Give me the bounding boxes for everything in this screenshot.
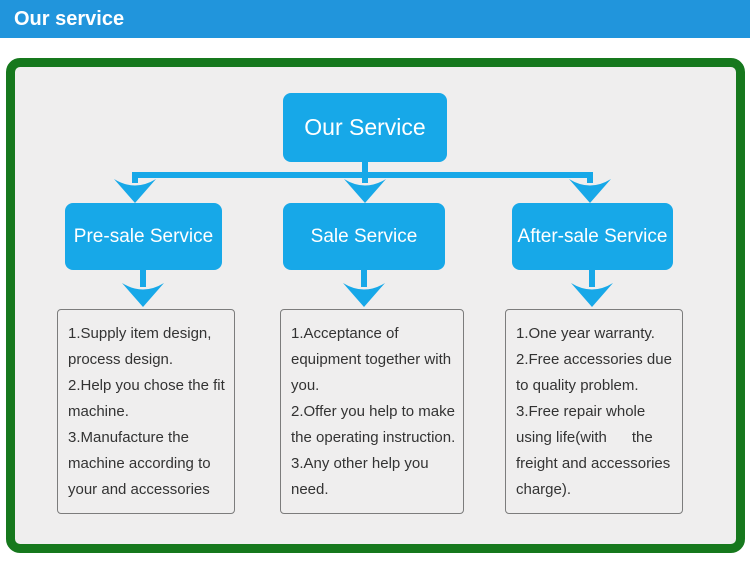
node-our-service: Our Service — [283, 93, 447, 162]
section-header-bar: Our service — [0, 0, 750, 38]
detail-line: process design. — [68, 351, 174, 368]
node-pre-sale-service: Pre-sale Service — [65, 203, 222, 270]
detail-line: you. — [291, 377, 320, 394]
detail-line: 1.Acceptance of — [291, 325, 399, 342]
arrow-down-icon — [344, 179, 386, 203]
arrow-down-icon — [122, 283, 164, 307]
detail-line: machine according to — [68, 455, 211, 472]
arrow-down-icon — [114, 179, 156, 203]
arrow-down-icon — [569, 179, 611, 203]
detail-line: 1.Supply item design, — [68, 325, 212, 342]
detail-line: 3.Manufacture the — [68, 429, 189, 446]
detail-line: 2.Help you chose the fit — [68, 377, 225, 394]
node-after-sale-service: After-sale Service — [512, 203, 673, 270]
service-flowchart: Our Service Pre-sale Service Sale Servic… — [15, 67, 736, 544]
detail-line: freight and accessories — [516, 455, 671, 472]
detail-box-sale: 1.Acceptance of equipment together with … — [280, 309, 464, 514]
detail-line: 2.Offer you help to make — [291, 403, 455, 420]
detail-line: to quality problem. — [516, 377, 639, 394]
service-diagram-panel: Our Service Pre-sale Service Sale Servic… — [6, 58, 745, 553]
detail-box-pre-sale: 1.Supply item design, process design. 2.… — [57, 309, 235, 514]
detail-line: 2.Free accessories due — [516, 351, 672, 368]
detail-line: charge). — [516, 481, 572, 498]
branch-to-detail-arrows — [122, 270, 613, 307]
detail-line: your and accessories — [68, 481, 210, 498]
detail-line: 3.Any other help you — [291, 455, 429, 472]
flowchart-connector-arrows — [114, 162, 613, 307]
detail-line: 1.One year warranty. — [516, 325, 655, 342]
detail-box-after-sale: 1.One year warranty. 2.Free accessories … — [505, 309, 683, 514]
detail-line: equipment together with — [291, 351, 452, 368]
detail-line: need. — [291, 481, 329, 498]
detail-line: the operating instruction. — [291, 429, 456, 446]
arrow-down-icon — [343, 283, 385, 307]
arrow-down-icon — [571, 283, 613, 307]
detail-line: machine. — [68, 403, 129, 420]
detail-line: using life(with the — [516, 429, 653, 446]
section-title: Our service — [14, 8, 125, 30]
top-connector-arrows — [114, 162, 611, 203]
detail-line: 3.Free repair whole — [516, 403, 646, 420]
node-sale-service: Sale Service — [283, 203, 445, 270]
